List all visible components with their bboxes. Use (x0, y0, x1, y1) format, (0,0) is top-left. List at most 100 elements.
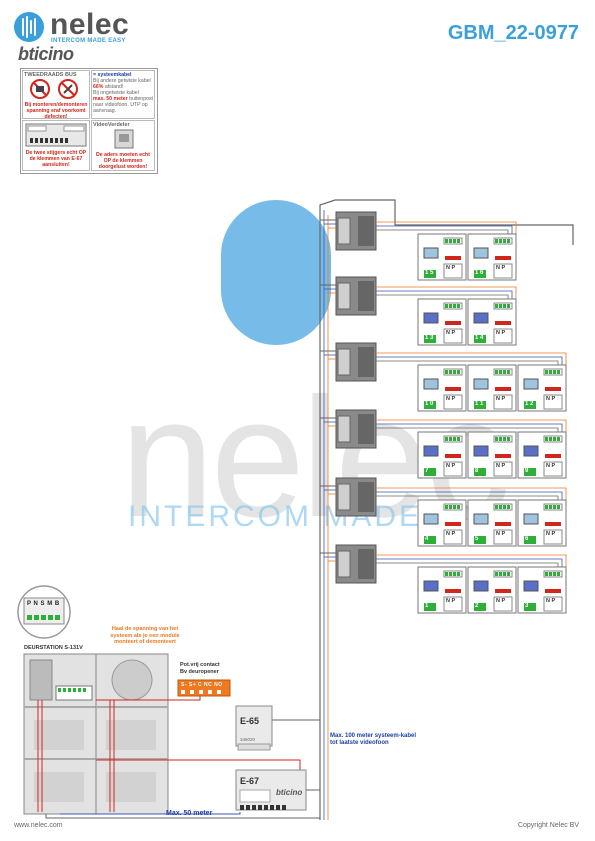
monitor-np-terminals: N P (446, 463, 456, 469)
video-monitor (417, 499, 467, 547)
terminal-zoom (17, 585, 71, 639)
footer-website: www.nelec.com (14, 822, 63, 829)
video-distributor (320, 276, 517, 316)
cable-text3: Bij ongetwiste kabel (93, 90, 139, 96)
monitor-number: 6 (525, 536, 529, 542)
cable-note: = systeemkabel Bij andere getwiste kabel… (91, 70, 155, 119)
video-monitor (467, 364, 517, 412)
monitor-np-terminals: N P (496, 598, 506, 604)
video-monitor (417, 364, 467, 412)
no-tools-icon (30, 79, 78, 99)
monitor-np-terminals: N P (496, 463, 506, 469)
contact-terminals: S- S+ C NC NO (181, 682, 223, 688)
door-station (23, 653, 320, 819)
video-monitor (467, 566, 517, 614)
monitor-number: 1 1 (475, 401, 484, 407)
cable-title: = systeemkabel (93, 72, 132, 78)
cable-text2: afstand! (104, 84, 124, 90)
verdeler-label: De aders moeten echt OP de klemmen doorg… (96, 152, 150, 170)
video-monitor (417, 431, 467, 479)
monitor-number: 3 (525, 603, 529, 609)
video-distributor (320, 477, 567, 517)
e65-code: 346020 (240, 737, 256, 742)
video-monitor (517, 431, 567, 479)
document-number: GBM_22-0977 (447, 22, 579, 44)
monitor-np-terminals: N P (546, 598, 556, 604)
e67-brand: bticino (276, 788, 303, 797)
notes-panel: TWEEDRAADS BUS Bij monteren/demonteren s… (20, 68, 158, 174)
e67-label: E-67 (240, 776, 260, 786)
nelec-logo: nelec INTERCOM MADE EASY (14, 8, 154, 65)
bus-title: TWEEDRAADS BUS (24, 72, 77, 78)
bus-warning: Bij monteren/demonteren spanning eraf vo… (24, 102, 88, 119)
monitor-number: 7 (425, 468, 429, 474)
monitor-number: 4 (425, 536, 429, 542)
video-distributor (320, 342, 567, 382)
contact-sub: Bv deuropener (180, 669, 219, 675)
power-warning: Haal de spanning van het systeem als je … (110, 626, 180, 645)
video-monitor (417, 298, 467, 346)
monitor-number: 8 (475, 468, 479, 474)
monitor-np-terminals: N P (496, 396, 506, 402)
monitor-np-terminals: N P (546, 396, 556, 402)
max-50-label: Max. 50 meter (166, 810, 213, 817)
e67-label: De twee stijgers echt OP de klemmen van … (25, 150, 87, 168)
monitor-np-terminals: N P (496, 265, 506, 271)
e67-power-supply (235, 769, 320, 811)
video-monitor (417, 233, 467, 281)
video-monitor (467, 499, 517, 547)
video-distributors (320, 211, 567, 584)
monitor-number: 1 5 (425, 270, 434, 276)
video-monitor (417, 566, 467, 614)
monitor-number: 1 2 (525, 401, 534, 407)
monitor-number: 2 (475, 603, 479, 609)
video-distributor (320, 544, 567, 584)
monitor-np-terminals: N P (546, 531, 556, 537)
e67-note: De twee stijgers echt OP de klemmen van … (22, 120, 90, 171)
monitor-number: 1 0 (425, 401, 434, 407)
monitor-np-terminals: N P (446, 396, 456, 402)
video-monitors (417, 233, 567, 614)
e65-power-supply (235, 705, 320, 751)
monitor-np-terminals: N P (446, 330, 456, 336)
logo-text: nelec (50, 8, 130, 41)
video-monitor (467, 431, 517, 479)
monitor-number: 1 4 (475, 335, 484, 341)
door-terminals: P N S M B (27, 601, 60, 607)
monitor-number: 1 (425, 603, 429, 609)
bticino-logo: bticino (18, 44, 74, 64)
monitor-np-terminals: N P (446, 598, 456, 604)
system-risers (319, 199, 574, 820)
video-distributor (320, 211, 517, 251)
monitor-number: 1 6 (475, 270, 484, 276)
monitor-number: 5 (475, 536, 479, 542)
cable-max: max. 50 meter (93, 96, 128, 102)
monitor-np-terminals: N P (446, 531, 456, 537)
video-distributor (320, 409, 567, 449)
watermark-logo-mark (221, 200, 331, 345)
video-monitor (517, 566, 567, 614)
monitor-np-terminals: N P (496, 531, 506, 537)
monitor-number: 9 (525, 468, 529, 474)
verdeler-title: VideoVerdeler (93, 122, 130, 128)
verdeler-note: VideoVerdeler De aders moeten echt OP de… (91, 120, 155, 171)
cable-text1: Bij andere getwiste kabel (93, 78, 151, 84)
verdeler-icon (114, 129, 134, 149)
footer-copyright: Copyright Nelec BV (517, 822, 579, 829)
cable-pct: 66% (93, 84, 104, 90)
door-station-title: DEURSTATION S-131V (24, 645, 83, 651)
logo-tagline: INTERCOM MADE EASY (51, 38, 126, 44)
video-monitor (517, 499, 567, 547)
e67-module-icon (25, 123, 87, 147)
max-100-label: Max. 100 meter systeem-kabel tot laatste… (330, 733, 417, 746)
monitor-number: 1 3 (425, 335, 434, 341)
cable-text4: buitenpost naar videofoon. UTP op aanvra… (93, 96, 154, 114)
potential-free-contact (177, 679, 231, 697)
bus-note: TWEEDRAADS BUS Bij monteren/demonteren s… (22, 70, 90, 119)
contact-title: Pot.vrij contact (180, 662, 220, 668)
monitor-np-terminals: N P (546, 463, 556, 469)
nelec-logo-icon (14, 12, 44, 42)
video-monitor (517, 364, 567, 412)
monitor-np-terminals: N P (496, 330, 506, 336)
